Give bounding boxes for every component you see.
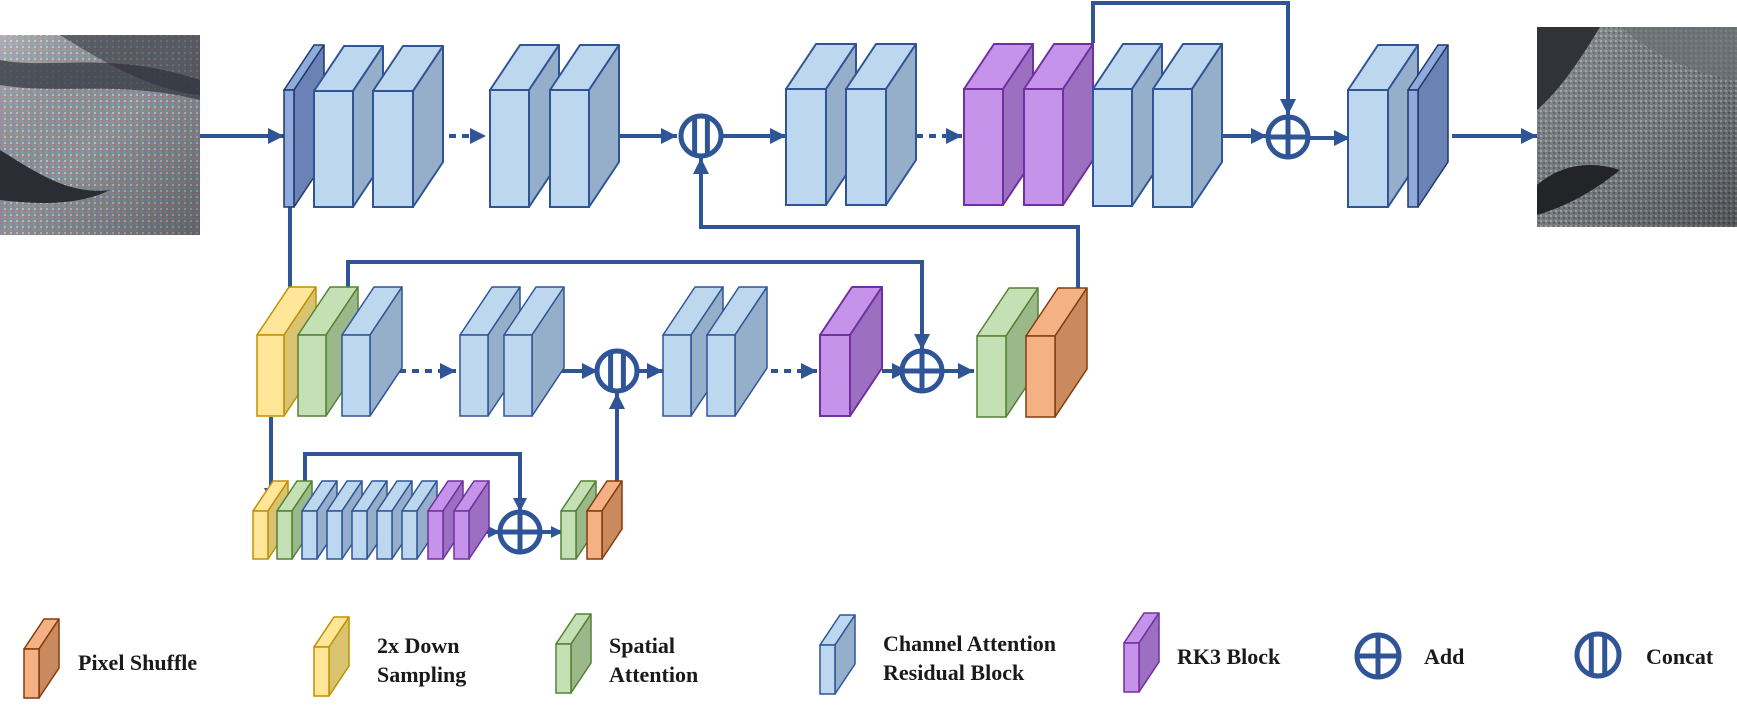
- edge-l2-up-to-concat: [693, 158, 1080, 304]
- edge-skip-mid: [346, 260, 930, 350]
- l1-car-block-6: [845, 43, 917, 206]
- l1-concat-op: [678, 113, 724, 159]
- edge-l3-add-out: [541, 526, 563, 538]
- input-noisy-image: [0, 35, 200, 235]
- edge-to-output: [1452, 128, 1537, 144]
- l2-rk3-block: [819, 286, 883, 417]
- legend-downsampling-label-line2: Sampling: [377, 662, 467, 687]
- l2-add-op: [899, 348, 945, 394]
- legend-pixel-shuffle-label: Pixel Shuffle: [78, 650, 198, 675]
- edge-l2-dotted-2: [758, 363, 817, 379]
- l2-sa-block-2: [976, 287, 1039, 418]
- edge-input-to-conv: [200, 128, 284, 144]
- edge-l3-skip: [303, 452, 527, 512]
- l1-conv-block-out: [1407, 44, 1449, 208]
- l3-ps-block: [586, 480, 623, 560]
- edge-concat-top-out: [722, 128, 786, 144]
- legend-pixel-shuffle-icon: [23, 618, 60, 699]
- legend-spatial-attention-label-line2: Attention: [609, 662, 699, 687]
- l1-car-block-8: [1152, 43, 1223, 208]
- output-denoised-image: [1537, 27, 1737, 227]
- legend-add-label: Add: [1424, 644, 1465, 669]
- edge-l1-dotted-1: [423, 128, 486, 144]
- l1-add-op: [1265, 114, 1311, 160]
- edge-l1-dotted-2: [903, 128, 962, 144]
- operators: [497, 113, 1311, 555]
- edge-concat-mid-out: [636, 363, 663, 379]
- l3-add-op: [497, 509, 543, 555]
- legend-spatial-attention-icon: [555, 613, 592, 694]
- l3-rk3-block-2: [453, 480, 490, 560]
- legend-rk3-label: RK3 Block: [1177, 644, 1281, 669]
- l1-car-block-7: [1092, 43, 1163, 207]
- l3-car-block-5: [401, 480, 438, 560]
- l2-car-block-1: [341, 286, 403, 417]
- l3-sa-block-2: [560, 480, 597, 560]
- l2-concat-op: [594, 348, 640, 394]
- legend-add-icon: [1354, 632, 1402, 680]
- legend-rk3-icon: [1123, 612, 1160, 693]
- l2-ps-block: [1025, 287, 1088, 418]
- network-blocks: [252, 43, 1449, 560]
- l1-rk3-block-1: [963, 43, 1034, 206]
- legend-downsampling-icon: [313, 616, 350, 697]
- l2-car-block-3: [503, 286, 565, 417]
- legend-channel-attention-icon: [819, 614, 856, 695]
- legend-downsampling-label-line1: 2x Down: [377, 633, 460, 658]
- legend-icons: [23, 612, 1622, 699]
- legend-channel-attention-label-line2: Residual Block: [883, 660, 1025, 685]
- legend-spatial-attention-label-line1: Spatial: [609, 633, 676, 658]
- legend-concat-icon: [1574, 631, 1622, 679]
- l1-rk3-block-2: [1023, 43, 1094, 206]
- legend-concat-label: Concat: [1646, 644, 1714, 669]
- edge-skip-top: [1091, 1, 1296, 115]
- edge-to-concat-top: [616, 128, 677, 144]
- edge-to-add-top: [1222, 128, 1267, 144]
- edge-add-top-out: [1309, 130, 1350, 146]
- flow-connections: [200, 1, 1537, 538]
- edge-l2-dotted-1: [386, 363, 456, 379]
- edge-l3-up-to-concat: [609, 393, 625, 494]
- legend-channel-attention-label-line1: Channel Attention: [883, 631, 1056, 656]
- l2-car-block-5: [706, 286, 768, 417]
- l1-car-block-2: [372, 45, 444, 208]
- l1-car-block-3: [489, 44, 560, 208]
- l1-car-block-4: [549, 44, 620, 208]
